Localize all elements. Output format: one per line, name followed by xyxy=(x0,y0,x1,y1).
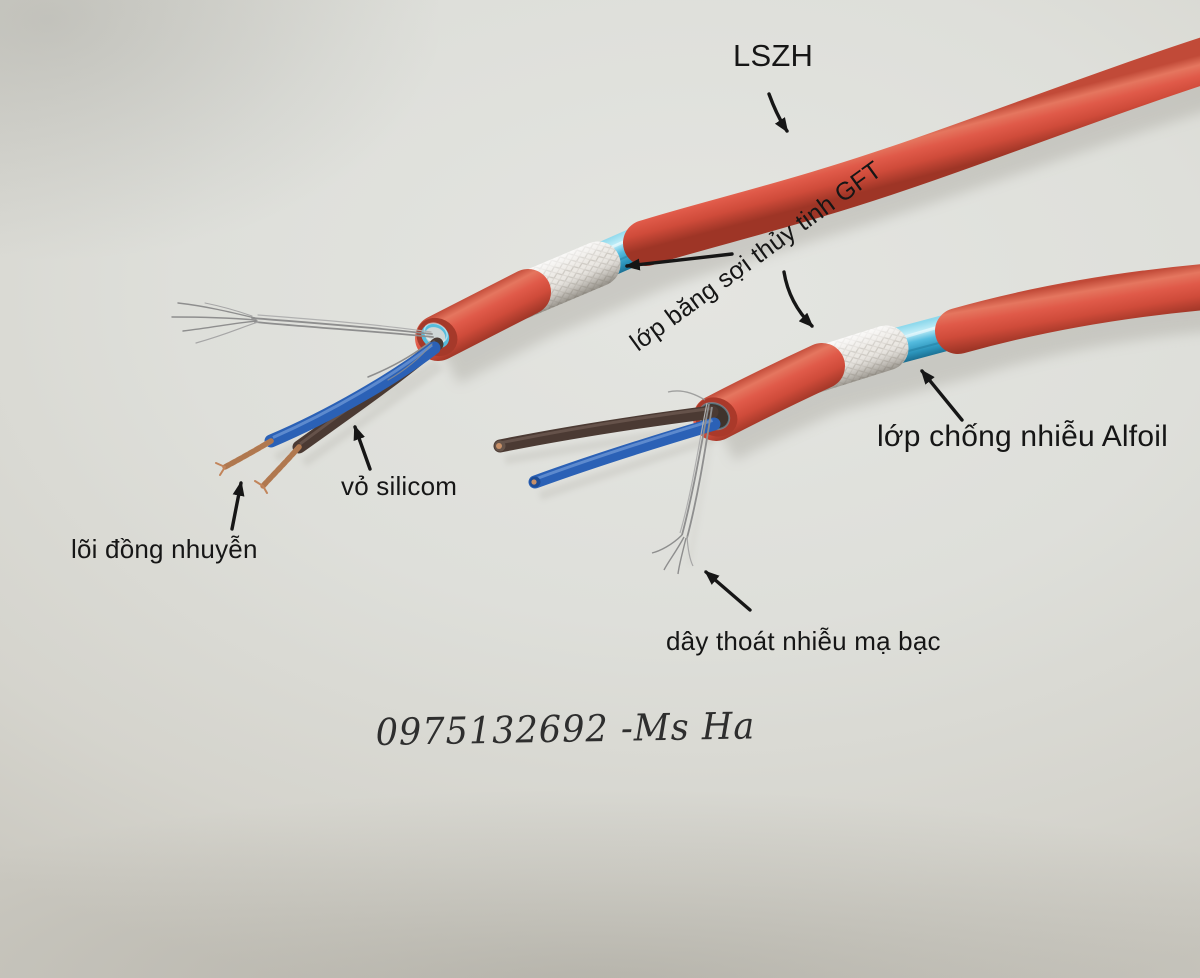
bottom-drain-wires xyxy=(651,390,713,575)
top-brown-copper-tip xyxy=(254,444,302,494)
arrow-gft-left xyxy=(624,252,734,271)
label-copper-core: lõi đồng nhuyễn xyxy=(71,534,258,564)
arrow-gft-right xyxy=(782,270,814,328)
arrow-copper-core xyxy=(230,480,245,531)
top-blue-copper-tip xyxy=(215,438,274,476)
bottom-cable-sheath-right xyxy=(935,264,1200,354)
top-drain-wires xyxy=(171,302,434,381)
top-cable-sheath-right xyxy=(623,37,1200,266)
top-cable xyxy=(171,37,1200,494)
arrow-silicone xyxy=(353,424,372,471)
top-blue-wire xyxy=(264,341,441,448)
contact-handwriting: 0975132692 -Ms Ha xyxy=(375,704,756,754)
arrow-lszh xyxy=(767,92,789,133)
bottom-cable xyxy=(493,264,1200,575)
bottom-blue-wire xyxy=(528,417,721,489)
label-silicone-jacket: vỏ silicom xyxy=(341,471,458,501)
arrow-alfoil xyxy=(920,369,964,422)
label-lszh: LSZH xyxy=(733,38,814,73)
label-alfoil-shield: lớp chống nhiễu Alfoil xyxy=(877,420,1168,453)
annotation-arrows xyxy=(230,92,964,612)
label-drain-wire: dây thoát nhiễu mạ bạc xyxy=(666,626,941,656)
arrow-drain-wire xyxy=(704,570,752,612)
bottom-brown-wire xyxy=(493,405,719,453)
